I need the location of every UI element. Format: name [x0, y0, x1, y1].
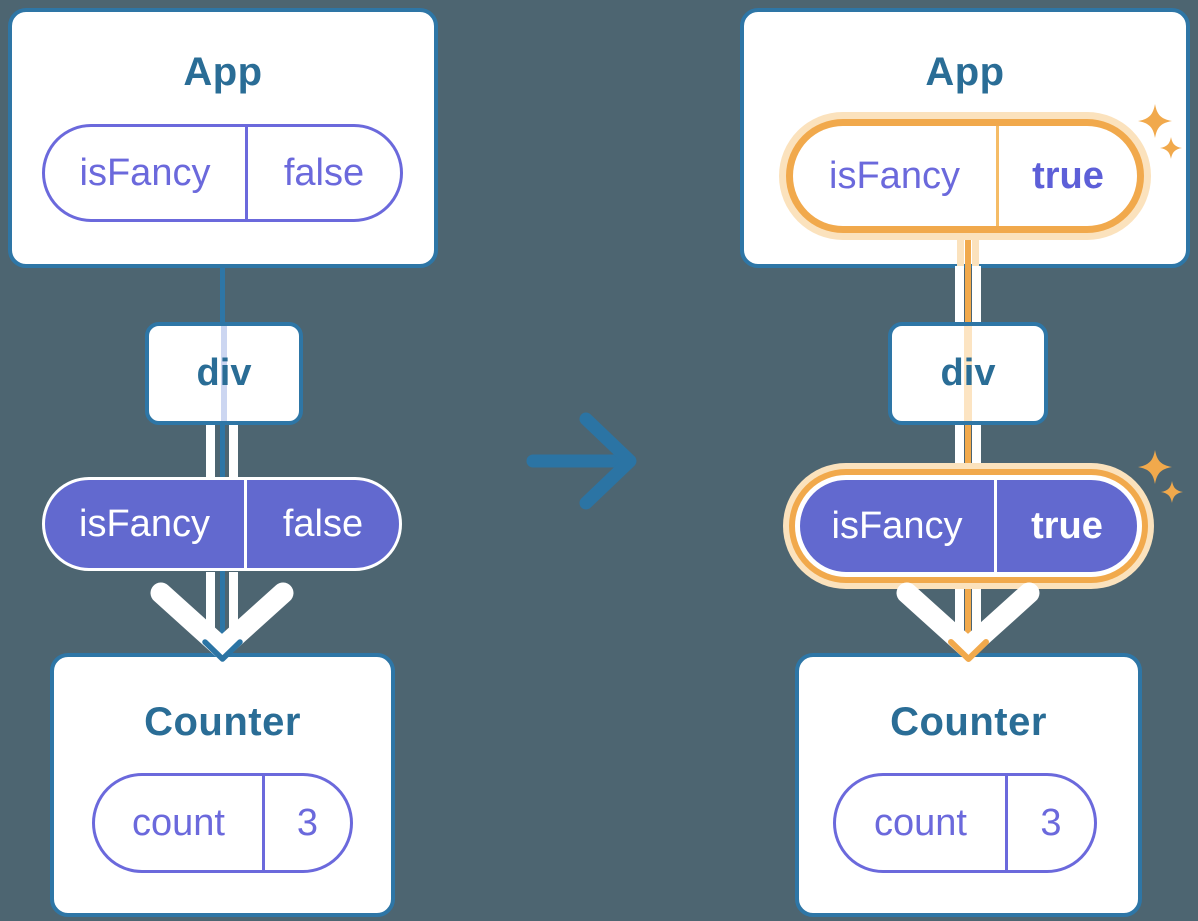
prop-pipe — [229, 425, 238, 477]
prop-value: false — [283, 151, 365, 194]
prop-name: isFancy — [829, 154, 960, 197]
before-edge-app-div — [220, 264, 225, 324]
prop-flow-chevron-icon — [150, 582, 294, 659]
transition-arrow-icon — [526, 412, 637, 510]
prop-pipe — [206, 425, 215, 477]
after-counter-title: Counter — [890, 700, 1047, 744]
before-app-title: App — [183, 50, 263, 94]
after-div-label: div — [940, 352, 996, 394]
prop-pipe — [206, 572, 215, 636]
after-app-title: App — [925, 50, 1005, 94]
after-app-prop-pill-highlighted: isFancy true — [793, 126, 1137, 226]
prop-flow-chevron-icon — [896, 582, 1040, 659]
pill-divider — [994, 480, 997, 572]
before-div-label: div — [196, 352, 252, 394]
edge-arrowhead-icon — [948, 639, 989, 662]
pipe-through-div — [221, 326, 227, 421]
prop-pipe-glow — [972, 240, 979, 266]
after-counter-state-pill: count 3 — [833, 773, 1097, 873]
before-passed-prop-pill: isFancy false — [42, 477, 402, 571]
after-passed-prop-pill-highlighted: isFancy true — [795, 475, 1142, 577]
prop-pipe — [955, 425, 964, 473]
prop-value: true — [1032, 154, 1104, 197]
state-value: 3 — [1040, 801, 1062, 844]
prop-pipe — [972, 425, 981, 473]
prop-pipe — [229, 572, 238, 636]
state-name: count — [874, 801, 967, 844]
pill-divider — [262, 776, 265, 870]
prop-pipe — [972, 578, 981, 636]
prop-pipe — [955, 578, 964, 636]
before-counter-state-pill: count 3 — [92, 773, 353, 873]
prop-value: false — [282, 502, 364, 545]
prop-pipe — [972, 266, 981, 322]
before-counter-title: Counter — [144, 700, 301, 744]
pill-divider — [996, 126, 999, 226]
pill-divider — [1005, 776, 1008, 870]
prop-value: true — [1031, 504, 1103, 547]
after-div-box: div — [888, 322, 1048, 425]
state-name: count — [132, 801, 225, 844]
edge-arrowhead-icon — [202, 639, 243, 662]
sparkle-icon — [1138, 450, 1183, 503]
prop-pipe-glow — [957, 240, 964, 266]
pipe-through-div — [964, 326, 972, 421]
after-prop-line — [965, 240, 971, 660]
state-value: 3 — [296, 801, 319, 844]
prop-name: isFancy — [79, 502, 210, 545]
pill-divider — [245, 127, 248, 219]
prop-pipe — [955, 266, 964, 322]
prop-name: isFancy — [831, 504, 963, 547]
before-app-prop-pill: isFancy false — [42, 124, 403, 222]
sparkle-icon — [1138, 104, 1182, 159]
prop-name: isFancy — [79, 151, 211, 194]
pill-divider — [244, 480, 247, 568]
before-div-box: div — [145, 322, 303, 425]
